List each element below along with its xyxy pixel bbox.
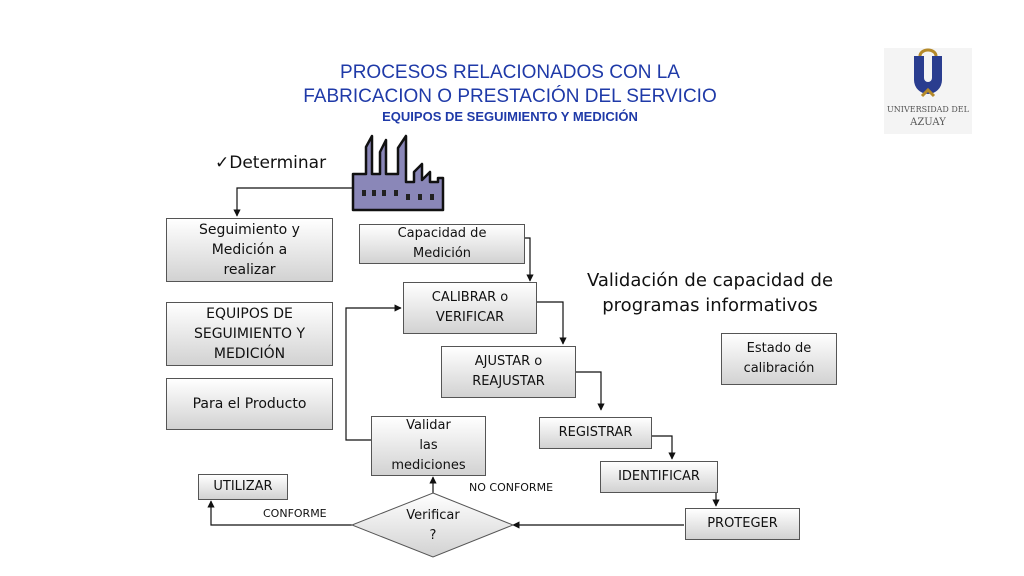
seguimiento-box: Seguimiento y Medición a realizar bbox=[166, 218, 333, 282]
identificar-box: IDENTIFICAR bbox=[600, 461, 718, 493]
determinar-text: Determinar bbox=[229, 153, 327, 173]
conforme-label: CONFORME bbox=[263, 507, 327, 520]
page-subtitle: EQUIPOS DE SEGUIMIENTO Y MEDICIÓN bbox=[382, 109, 638, 124]
arrow-registrar-to-identificar bbox=[652, 435, 676, 460]
page-title-line2: FABRICACION O PRESTACIÓN DEL SERVICIO bbox=[303, 86, 717, 107]
producto-box: Para el Producto bbox=[166, 378, 333, 430]
verificar-decision-diamond bbox=[350, 492, 515, 558]
utilizar-box: UTILIZAR bbox=[198, 474, 288, 500]
factory-icon bbox=[351, 134, 445, 212]
registrar-box: REGISTRAR bbox=[539, 417, 652, 449]
university-logo: UNIVERSIDAD DEL AZUAY bbox=[884, 48, 972, 134]
no-conforme-label: NO CONFORME bbox=[469, 481, 554, 494]
validar-box: Validar las mediciones bbox=[371, 416, 486, 476]
proteger-box: PROTEGER bbox=[685, 508, 800, 540]
calibrar-box: CALIBRAR o VERIFICAR bbox=[403, 282, 537, 334]
arrow-ajustar-to-registrar bbox=[576, 371, 605, 411]
arrow-calibrar-to-ajustar bbox=[537, 301, 567, 345]
validacion-label: Validación de capacidad de programas inf… bbox=[586, 270, 834, 316]
university-logo-emblem-icon: UNIVERSIDAD DEL AZUAY bbox=[884, 48, 972, 134]
determinar-label: ✓Determinar bbox=[215, 153, 326, 173]
page-title-line1: PROCESOS RELACIONADOS CON LA bbox=[340, 62, 680, 83]
logo-line2: AZUAY bbox=[909, 117, 946, 128]
estado-box: Estado de calibración bbox=[721, 333, 837, 385]
logo-line1: UNIVERSIDAD DEL bbox=[887, 105, 970, 114]
capacidad-box: Capacidad de Medición bbox=[359, 224, 525, 264]
checkmark-icon: ✓ bbox=[215, 153, 230, 173]
arrow-verificar-to-utilizar bbox=[207, 500, 352, 526]
arrow-validar-to-calibrar bbox=[345, 304, 402, 441]
ajustar-box: AJUSTAR o REAJUSTAR bbox=[441, 346, 576, 398]
equipos-box: EQUIPOS DE SEGUIMIENTO Y MEDICIÓN bbox=[166, 302, 333, 366]
arrow-determinar-to-seguimiento bbox=[233, 187, 352, 217]
verificar-decision-label: Verificar ? bbox=[406, 508, 460, 543]
